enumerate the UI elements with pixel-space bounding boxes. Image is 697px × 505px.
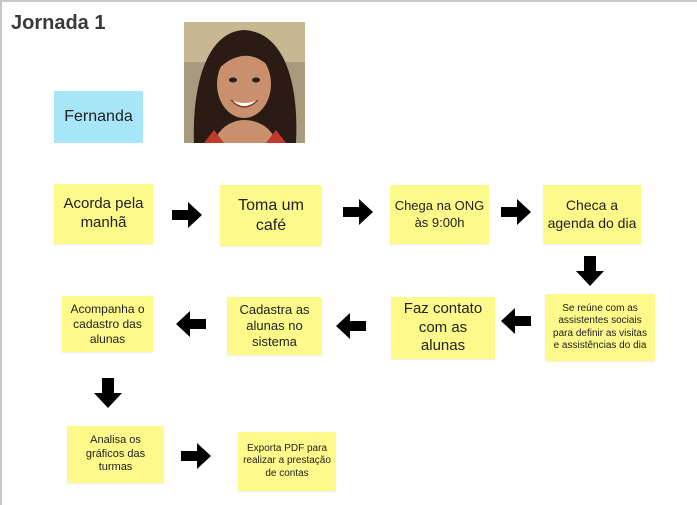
- left-arrow-icon: [501, 308, 531, 334]
- right-arrow-icon: [343, 199, 373, 225]
- step-note: Chega na ONG às 9:00h: [390, 185, 489, 244]
- step-note: Acompanha o cadastro das alunas: [62, 296, 153, 352]
- left-arrow-icon: [176, 311, 206, 337]
- persona-photo: [184, 22, 305, 143]
- right-arrow-icon: [501, 199, 531, 225]
- step-note: Toma um café: [220, 185, 322, 246]
- step-note: Cadastra as alunas no sistema: [227, 297, 322, 355]
- step-note: Analisa os gráficos das turmas: [67, 426, 164, 483]
- step-note: Acorda pela manhã: [54, 184, 153, 244]
- step-note: Exporta PDF para realizar a prestação de…: [238, 432, 336, 491]
- step-note: Checa a agenda do dia: [543, 185, 641, 244]
- step-note: Se reúne com as assistentes sociais para…: [545, 294, 655, 361]
- right-arrow-icon: [181, 443, 211, 469]
- step-note: Faz contato com as alunas: [391, 297, 495, 359]
- journey-title: Jornada 1: [11, 12, 106, 34]
- right-arrow-icon: [172, 202, 202, 228]
- left-arrow-icon: [336, 313, 366, 339]
- down-arrow-icon: [576, 256, 604, 286]
- woman-portrait-icon: [184, 22, 305, 143]
- persona-name-card: Fernanda: [54, 91, 143, 143]
- down-arrow-icon: [94, 378, 122, 408]
